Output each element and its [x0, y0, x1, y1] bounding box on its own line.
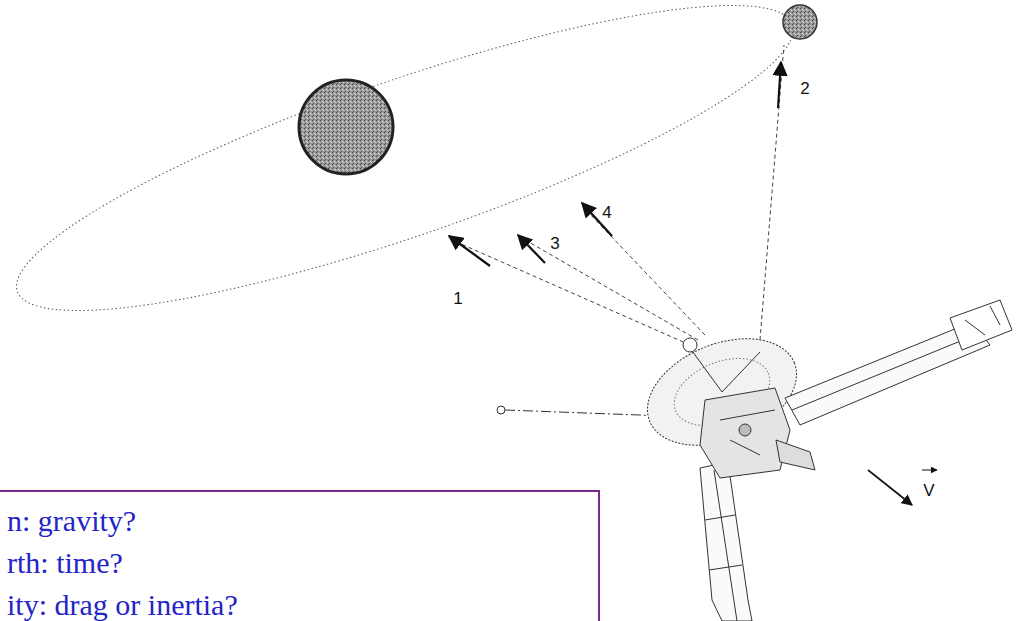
callout-wrap: 1	[453, 289, 462, 309]
velocity-arrow	[868, 470, 912, 505]
note-line: n: gravity?	[7, 500, 592, 542]
callout-wrap: V	[923, 481, 934, 501]
callout-number: 4	[602, 203, 611, 222]
callout-number: 1	[453, 289, 462, 308]
note-line: ity: drag or inertia?	[7, 584, 592, 621]
callout-wrap: 4	[602, 203, 611, 223]
callout-number: V	[923, 481, 934, 500]
callout-wrap: 2	[800, 79, 809, 99]
earth	[783, 5, 817, 39]
callout-number: 2	[800, 79, 809, 98]
callout-wrap: 3	[550, 234, 559, 254]
note-box: n: gravity?rth: time?ity: drag or inerti…	[0, 490, 600, 621]
force-arrows	[449, 62, 781, 266]
signal-lines	[452, 45, 784, 345]
callout-number: 3	[550, 234, 559, 253]
note-line: rth: time?	[7, 542, 592, 584]
sun	[299, 80, 393, 174]
vector-accent	[922, 470, 937, 471]
earth-orbit	[0, 0, 818, 365]
